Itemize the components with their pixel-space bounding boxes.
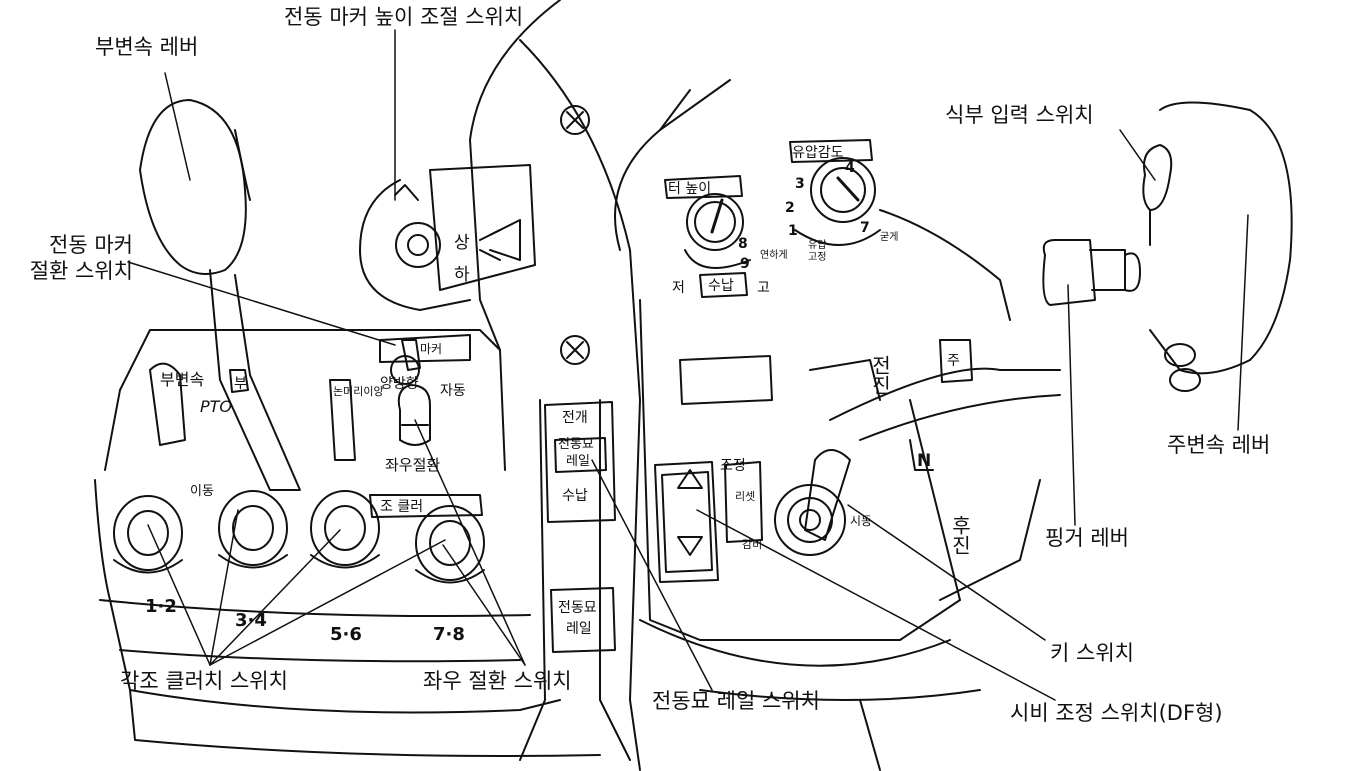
- label-marker-height-switch: 전동 마커 높이 조절 스위치: [284, 5, 524, 29]
- pto-text: PTO: [200, 397, 232, 416]
- label-marker-toggle-switch-line1: 전동 마커: [49, 233, 133, 257]
- reset-text: 리셋: [735, 490, 755, 503]
- label-sub-shift-lever: 부변속 레버: [95, 35, 199, 59]
- subshift-text: 부변속: [160, 370, 204, 389]
- row-56-text: 5·6: [330, 624, 362, 645]
- unfold-text: 전개: [562, 410, 588, 426]
- sub-shift-lever[interactable]: [139, 99, 301, 491]
- finger-lever[interactable]: [1042, 239, 1141, 306]
- start-text: 시동: [850, 514, 872, 528]
- console-body: [94, 0, 981, 771]
- backward-text: 후진: [948, 515, 972, 555]
- right-knob: [1164, 343, 1196, 367]
- auto-text: 자동: [440, 383, 466, 399]
- sens-2-text: 2: [785, 200, 795, 216]
- ridge-text: 논머리이앙: [333, 385, 384, 398]
- rail2-l2-text: 레일: [566, 621, 592, 637]
- right-knob: [1169, 368, 1201, 392]
- hard-text: 굳게: [880, 231, 898, 243]
- marker-height-housing: [359, 164, 536, 311]
- sub-text: 부: [234, 376, 247, 392]
- label-clutch-switches: 각조 클러치 스위치: [120, 669, 288, 693]
- marker-tag-text: 마커: [420, 342, 442, 356]
- height-dial[interactable]: [664, 175, 751, 298]
- stow-dial-text: 수납: [708, 278, 734, 294]
- label-seedling-rail-switch: 전동묘 레일 스위치: [652, 689, 820, 713]
- down-text: 하: [454, 265, 470, 285]
- sens-7-text: 7: [860, 220, 870, 236]
- label-main-shift-lever: 주변속 레버: [1167, 433, 1271, 457]
- label-planting-input-switch: 식부 입력 스위치: [945, 103, 1094, 127]
- clutch-knobs[interactable]: [113, 490, 485, 584]
- lr-switch-knob[interactable]: [397, 384, 431, 446]
- ridge-tag: [329, 379, 356, 461]
- label-fertilizer-switch: 시비 조정 스위치(DF형): [1010, 701, 1223, 725]
- forward-text: 전진: [868, 355, 892, 395]
- neutral-box: [909, 439, 934, 471]
- height-title-text: 터 높이: [668, 181, 711, 197]
- low-text: 저: [672, 280, 685, 296]
- rail2-l1-text: 전동묘: [558, 600, 597, 616]
- row-34-text: 3·4: [235, 610, 267, 631]
- lr-change-text: 좌우절환: [385, 456, 440, 474]
- row-78-text: 7·8: [433, 624, 465, 645]
- dial-8-text: 8: [738, 236, 748, 252]
- label-finger-lever: 핑거 레버: [1045, 526, 1129, 550]
- neutral-text: N: [917, 451, 931, 471]
- row-clutch-tag: [369, 494, 483, 518]
- fix-l1-text: 유압: [808, 238, 826, 251]
- fertilizer-switch[interactable]: [654, 355, 773, 583]
- fix-l2-text: 고정: [808, 251, 826, 263]
- soft-text: 연하게: [760, 248, 788, 261]
- panel-text: 상 하 부변속 PTO 이동 부 논머리이앙 마커 양방향 자동 좌우절환 조 …: [145, 145, 972, 645]
- main-shift-lever[interactable]: [809, 101, 1293, 441]
- label-marker-toggle-switch-line2: 절환 스위치: [29, 259, 133, 283]
- subshift-tag: [149, 362, 186, 446]
- sens-title-text: 유압감도: [792, 145, 844, 161]
- marker-toggle-switch[interactable]: [379, 334, 471, 385]
- up-text: 상: [454, 233, 470, 253]
- rail1-l1-text: 전동묘: [558, 437, 594, 452]
- dial-9-text: 9: [740, 256, 750, 272]
- row-clutch-text: 조 클러: [380, 499, 423, 515]
- sens-3-text: 3: [795, 176, 805, 192]
- sens-1-text: 1: [788, 223, 798, 239]
- gate-line: [909, 399, 961, 601]
- sub-tag: [229, 369, 249, 393]
- key-switch[interactable]: [774, 449, 851, 556]
- move-text: 이동: [190, 484, 214, 499]
- right-housing: [879, 209, 1011, 321]
- label-lr-switch: 좌우 절환 스위치: [423, 669, 572, 693]
- rail1-l2-text: 레일: [566, 454, 590, 469]
- adjust-text: 조정: [720, 458, 746, 474]
- decrease-text: 감비: [742, 538, 762, 551]
- leader-lines: [127, 29, 1249, 701]
- high-text: 고: [757, 280, 770, 296]
- stow-text: 수납: [562, 488, 588, 504]
- main-tag-text: 주: [947, 353, 960, 369]
- label-key-switch: 키 스위치: [1050, 641, 1134, 665]
- both-dir-text: 양방향: [380, 376, 419, 392]
- sensitivity-dial[interactable]: [789, 139, 881, 246]
- rail-switch-panel: [544, 401, 616, 653]
- row-12-text: 1·2: [145, 596, 177, 617]
- sens-4-text: 4: [845, 160, 855, 176]
